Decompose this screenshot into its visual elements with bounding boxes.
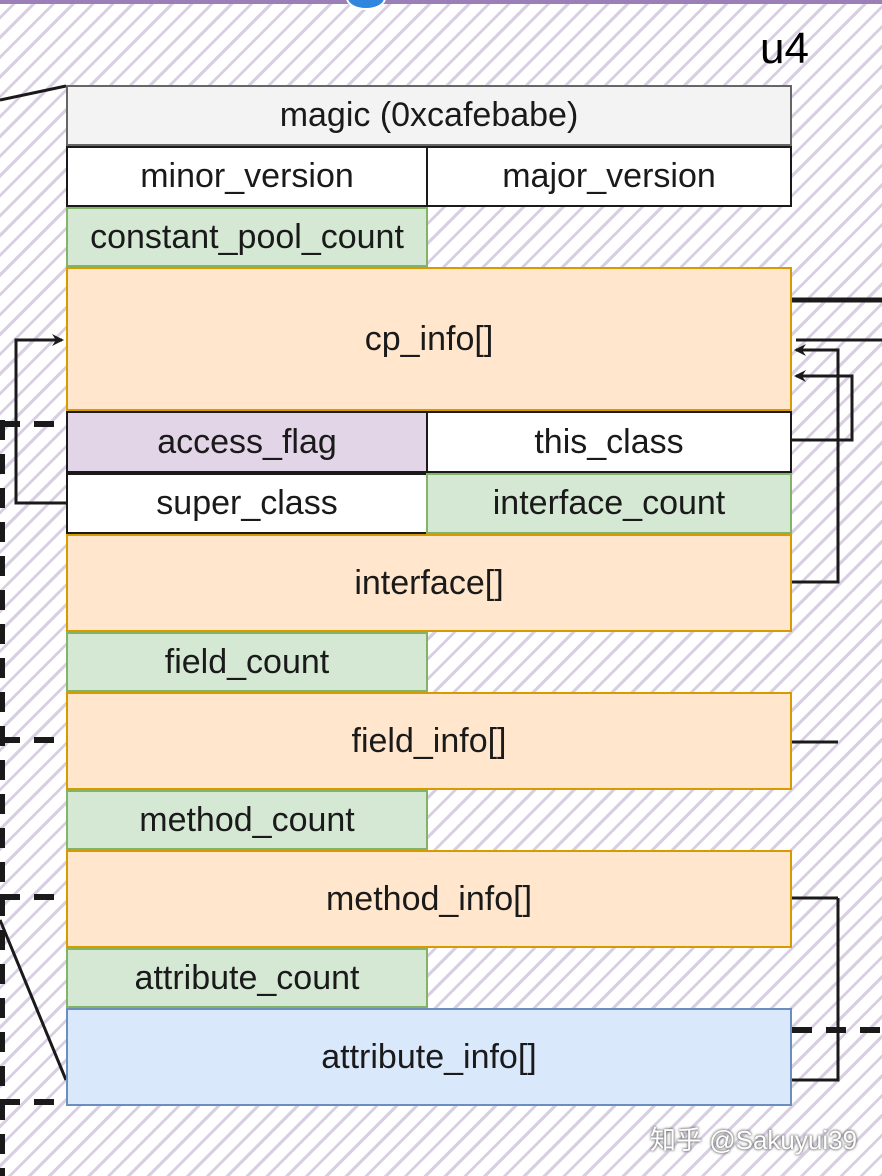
access-flag-cell: access_flag [66, 411, 428, 473]
attribute-info-line [792, 898, 840, 1082]
top-border-line [0, 0, 882, 4]
method-info-cell: method_info[] [66, 850, 792, 948]
attribute-info-cell: attribute_info[] [66, 1008, 792, 1106]
entry-line [0, 84, 67, 102]
attribute-count-cell: attribute_count [66, 948, 428, 1008]
diagonal-attr-line [0, 919, 68, 1081]
interface-count-cell: interface_count [426, 473, 792, 534]
major-version-cell: major_version [426, 146, 792, 207]
field-info-cell: field_info[] [66, 692, 792, 790]
this-class-arrow [792, 370, 854, 442]
method-count-cell: method_count [66, 790, 428, 850]
watermark: 知乎 @Sakuyui39 [650, 1125, 858, 1155]
interface-arrow [792, 344, 840, 584]
this-class-cell: this_class [426, 411, 792, 473]
width-label: u4 [760, 24, 809, 73]
minor-version-cell: minor_version [66, 146, 428, 207]
cp-info-cell: cp_info[] [66, 267, 792, 411]
constant-pool-count-cell: constant_pool_count [66, 207, 428, 267]
interface-cell: interface[] [66, 534, 792, 632]
super-class-cell: super_class [66, 473, 428, 534]
field-count-cell: field_count [66, 632, 428, 692]
magic-cell: magic (0xcafebabe) [66, 85, 792, 146]
